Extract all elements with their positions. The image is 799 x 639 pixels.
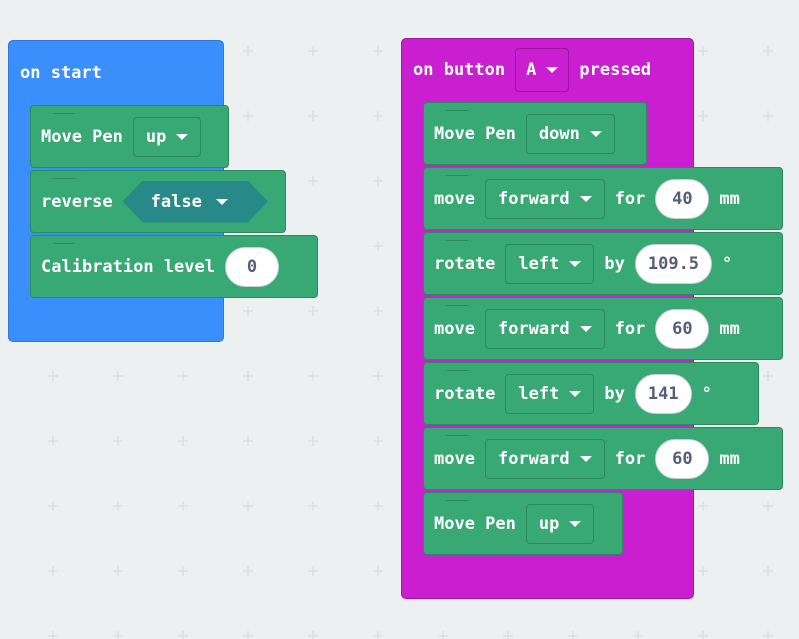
rotate-block[interactable]: rotate left by 109.5 ° — [423, 232, 783, 295]
block-label: rotate — [434, 383, 496, 404]
caret-down-icon — [569, 390, 582, 397]
direction-dropdown[interactable]: forward — [484, 178, 605, 219]
unit-label: mm — [719, 318, 740, 339]
event-label: on button — [413, 60, 506, 80]
block-label: by — [604, 383, 625, 404]
direction-dropdown[interactable]: forward — [484, 308, 605, 349]
move-block[interactable]: move forward for 40 mm — [423, 167, 783, 230]
block-label: Move Pen — [41, 126, 123, 147]
dropdown-value: up — [538, 513, 560, 534]
direction-dropdown[interactable]: up — [525, 503, 595, 544]
dropdown-value: forward — [497, 318, 570, 339]
dropdown-value: false — [150, 191, 202, 212]
caret-down-icon — [569, 260, 582, 267]
dropdown-value: down — [538, 123, 580, 144]
caret-down-icon — [589, 130, 602, 137]
on-start-label: on start — [20, 63, 102, 83]
direction-dropdown[interactable]: left — [505, 373, 595, 414]
dropdown-value: up — [145, 126, 167, 147]
direction-dropdown[interactable]: left — [505, 243, 595, 284]
boolean-dropdown[interactable]: false — [123, 181, 268, 223]
block-label: move — [434, 318, 475, 339]
block-label: for — [614, 188, 646, 209]
caret-down-icon — [569, 520, 582, 527]
calibration-level-block[interactable]: Calibration level 0 — [30, 235, 318, 298]
value-input[interactable]: 141 — [634, 373, 692, 414]
block-label: Move Pen — [434, 513, 516, 534]
unit-label: mm — [719, 448, 740, 469]
caret-down-icon — [579, 325, 592, 332]
dropdown-value: left — [518, 253, 560, 274]
move-pen-block[interactable]: Move Pen up — [30, 105, 229, 168]
unit-label: ° — [722, 253, 733, 274]
rotate-block[interactable]: rotate left by 141 ° — [423, 362, 759, 425]
block-label: move — [434, 448, 475, 469]
direction-dropdown[interactable]: down — [525, 113, 615, 154]
dropdown-value: A — [526, 60, 537, 80]
caret-down-icon — [579, 195, 592, 202]
unit-label: ° — [701, 383, 712, 404]
block-label: move — [434, 188, 475, 209]
caret-down-icon — [546, 67, 559, 73]
value-input[interactable]: 60 — [655, 438, 710, 479]
dropdown-value: forward — [497, 188, 570, 209]
block-label: rotate — [434, 253, 496, 274]
caret-down-icon — [176, 133, 189, 140]
event-label: pressed — [579, 60, 652, 80]
move-block[interactable]: move forward for 60 mm — [423, 297, 783, 360]
unit-label: mm — [719, 188, 740, 209]
value-input[interactable]: 60 — [655, 308, 710, 349]
block-label: for — [614, 448, 646, 469]
value-input[interactable]: 109.5 — [634, 243, 713, 284]
button-dropdown[interactable]: A — [515, 48, 570, 92]
pen-dropdown[interactable]: up — [132, 116, 202, 157]
block-label: by — [604, 253, 625, 274]
move-pen-block[interactable]: Move Pen down — [423, 102, 647, 165]
block-label: for — [614, 318, 646, 339]
caret-down-icon — [579, 455, 592, 462]
block-label: Move Pen — [434, 123, 516, 144]
block-label: Calibration level — [41, 256, 215, 277]
calibration-input[interactable]: 0 — [225, 246, 279, 287]
reverse-block[interactable]: reverse false — [30, 170, 286, 233]
dropdown-value: forward — [497, 448, 570, 469]
move-block[interactable]: move forward for 60 mm — [423, 427, 783, 490]
caret-down-icon — [216, 199, 228, 205]
move-pen-block[interactable]: Move Pen up — [423, 492, 623, 555]
direction-dropdown[interactable]: forward — [484, 438, 605, 479]
value-input[interactable]: 40 — [655, 178, 710, 219]
dropdown-value: left — [518, 383, 560, 404]
block-label: reverse — [41, 191, 113, 212]
